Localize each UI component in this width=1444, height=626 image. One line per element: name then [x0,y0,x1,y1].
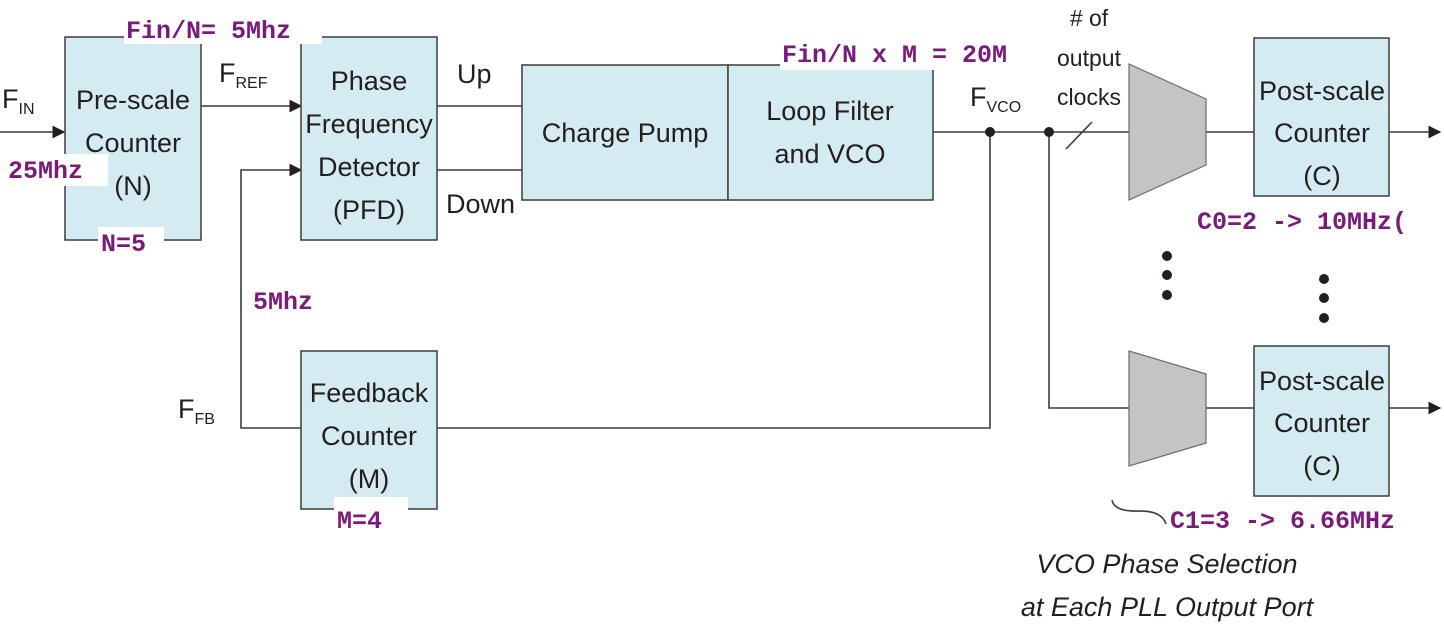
feedback-return-wire [240,163,303,429]
postscale-bottom-label-2: Counter [1274,408,1370,438]
pfd-label-2: Frequency [305,109,433,139]
prescale-label-1: Pre-scale [76,85,190,115]
ann-bg-m-value [334,497,408,529]
annotation-input-freq: 25Mhz [8,157,83,186]
junction-dot-fvco [985,127,995,137]
feedback-counter-block: Feedback Counter (M) [300,350,438,510]
pfd-label-1: Phase [331,66,408,96]
postscale-bottom-label-1: Post-scale [1259,366,1385,396]
pfd-label-3: Detector [318,152,420,182]
annotation-m-value: M=4 [337,507,382,536]
ann-bg-c1 [1168,503,1444,535]
annotation-vco-freq: Fin/N x M = 20M [782,41,1007,70]
pfd-block: Phase Frequency Detector (PFD) [300,36,438,241]
charge-pump-block: Charge Pump [521,64,729,201]
loop-filter-vco-block: Loop Filter and VCO [727,64,934,201]
ffb-label: FFB [178,394,215,428]
loop-filter-label-1: Loop Filter [766,96,894,126]
postscale-top-label-3: (C) [1303,161,1340,191]
wires [0,99,1442,429]
ellipsis-dots-right [1319,274,1329,323]
down-label: Down [446,189,515,219]
ann-bg-fin-over-n [124,12,322,44]
prescale-label-2: Counter [85,128,181,158]
fin-label: FIN [2,84,35,118]
feedback-label-1: Feedback [310,378,429,408]
postscale-counter-bottom-block: Post-scale Counter (C) [1253,345,1390,497]
ann-bg-c0 [1194,203,1444,235]
prescale-counter-block: Pre-scale Counter (N) [64,36,202,241]
num-output-clocks-label-1: # of [1070,5,1109,31]
up-label: Up [457,59,492,89]
charge-pump-label: Charge Pump [542,118,709,148]
postscale-top-label-2: Counter [1274,118,1370,148]
loop-filter-label-2: and VCO [774,139,885,169]
postscale-top-label-1: Post-scale [1259,76,1385,106]
num-output-clocks-label-2: output [1057,45,1122,71]
mux-top [1128,63,1207,201]
annotation-c0: C0=2 -> 10MHz( [1197,208,1407,237]
annotation-fin-over-n: Fin/N= 5Mhz [126,17,291,46]
bus-slash [1065,121,1093,150]
feedback-label-3: (M) [349,464,389,494]
vco-branch-wire [1048,132,1129,409]
annotation-c1: C1=3 -> 6.66MHz [1170,507,1395,536]
ann-bg-input-freq [4,154,108,186]
caption-line-2: at Each PLL Output Port [1021,592,1315,622]
postscale-counter-top-block: Post-scale Counter (C) [1253,37,1390,197]
postscale-bottom-label-3: (C) [1303,451,1340,481]
ann-bg-n-value [98,227,164,257]
mux-bottom [1128,350,1207,467]
feedback-label-2: Counter [321,421,417,451]
vco-feedback-wire [437,132,991,429]
junction-dot-branch [1044,127,1054,137]
fvco-label: FVCO [970,82,1021,116]
fref-label: FREF [219,58,268,92]
caption-line-1: VCO Phase Selection [1036,549,1297,579]
prescale-label-3: (N) [114,171,151,201]
pfd-label-4: (PFD) [333,195,405,225]
phase-selection-bracket [1111,499,1167,525]
num-output-clocks-label-3: clocks [1057,84,1121,110]
annotation-feedback-freq: 5Mhz [253,288,313,317]
ann-bg-vco-freq [780,38,1048,70]
ellipsis-dots-left [1162,251,1172,300]
annotation-n-value: N=5 [101,230,146,259]
